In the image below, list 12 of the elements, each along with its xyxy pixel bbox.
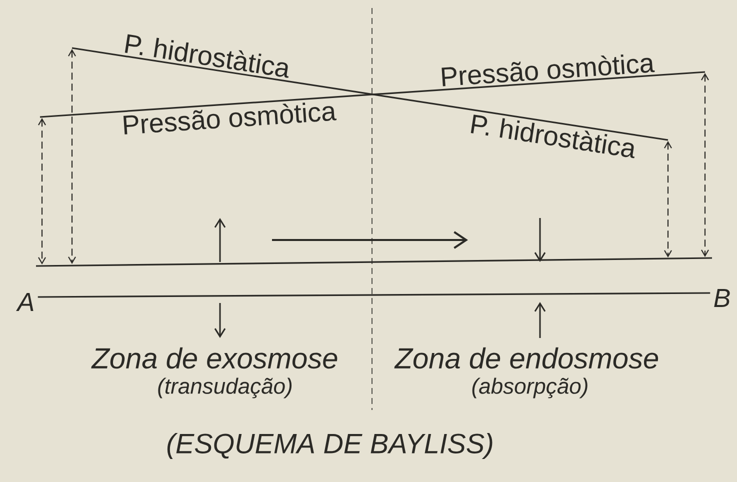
caption: (ESQUEMA DE BAYLISS): [167, 432, 492, 460]
pressure-label: P. hidrostàtica: [124, 34, 289, 78]
zone-label: Zona de endosmose: [394, 347, 658, 369]
pressure-label: P. hidrostàtica: [470, 114, 634, 158]
pressure-label: Pressão osmòtica: [123, 102, 337, 134]
end-letter: A: [16, 293, 34, 311]
capillary-line: [38, 292, 710, 298]
zone-caption: (transudação): [158, 378, 292, 398]
zone-caption: (absorpção): [472, 378, 588, 398]
pressure-label: Pressão osmòtica: [442, 54, 655, 86]
end-letter: B: [714, 289, 730, 307]
zone-label: Zona de exosmose: [91, 347, 338, 369]
